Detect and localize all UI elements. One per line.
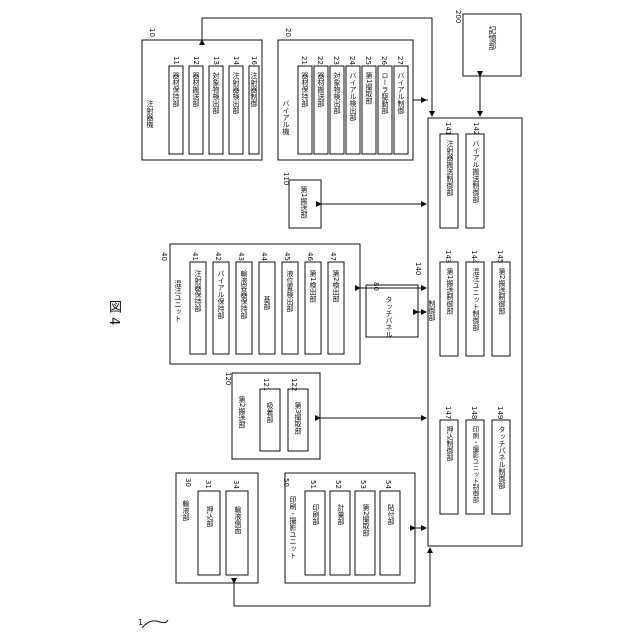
syringe-item-label: 器材保持部 [172, 72, 179, 107]
syringe-device-number: 10 [148, 28, 156, 37]
control-item-label: 第2搬送制御部 [498, 268, 505, 314]
item-number: 22 [316, 56, 324, 65]
control-item-label: 第1搬送制御部 [446, 268, 453, 314]
item-number: 24 [348, 56, 356, 65]
item-number: 45 [283, 252, 291, 261]
vial-item-label: バイアル制御 [397, 72, 404, 114]
syringe-item-label: 対象物検出部 [212, 72, 219, 114]
vial-device-title: バイアル機 [282, 100, 289, 135]
figure-ref-number: 1 [138, 618, 143, 627]
item-number: 13 [212, 56, 220, 65]
item-number: 44 [260, 252, 268, 261]
print-item-label: 貼付部 [387, 504, 394, 525]
item-number: 148 [470, 406, 478, 419]
infusion-frame [176, 473, 258, 583]
item-number: 53 [359, 480, 367, 489]
item-number: 51 [309, 480, 317, 489]
item-number: 26 [380, 56, 388, 65]
second-transport-item-label: 吸着部 [266, 402, 273, 423]
item-number: 12 [192, 56, 200, 65]
infusion-title: 輸液部 [182, 500, 189, 521]
mixing-item-label: 注射器保持部 [194, 270, 201, 312]
item-number: 142 [472, 122, 480, 135]
vial-item-label: バイアル検出部 [349, 72, 356, 121]
storage-number: 200 [454, 10, 462, 23]
vial-item-label: 第1撮取部 [365, 72, 372, 104]
mixing-item-label: バイアル保持部 [217, 270, 224, 319]
infusion-item-label: 輸液側面 [234, 506, 241, 534]
infusion-number: 30 [184, 478, 192, 487]
control-item-label: タッチパネル制御部 [498, 426, 505, 489]
second-transport-number: 120 [224, 372, 232, 385]
control-item-label: 混注ユニット制御部 [472, 268, 479, 331]
item-number: 21 [300, 56, 308, 65]
storage-title: 記憶部 [488, 26, 496, 50]
control-item-label: 注射器搬送制御部 [446, 140, 453, 196]
first-transport-title: 第1搬送部 [300, 186, 307, 218]
control-item-label: 印刷・撮影ユニット制御部 [472, 426, 478, 503]
mixing-unit-number: 40 [160, 252, 168, 261]
vial-device-number: 20 [284, 28, 292, 37]
second-transport-title: 第2搬送部 [238, 396, 245, 428]
item-number: 11 [172, 56, 180, 65]
second-transport-item-label: 第3撮取部 [294, 402, 301, 434]
control-item-label: バイアル搬送制御部 [472, 140, 479, 203]
item-number: 27 [396, 56, 404, 65]
item-number: 16 [250, 56, 258, 65]
vial-item-label: 対象物検出部 [333, 72, 340, 114]
item-number: 14 [232, 56, 240, 65]
item-number: 42 [214, 252, 222, 261]
mixing-item-label: 液位置検出部 [286, 270, 293, 312]
syringe-item-label: 注射器検出部 [232, 72, 239, 114]
item-number: 147 [444, 406, 452, 419]
mixing-item-label: 基部 [263, 296, 270, 310]
first-transport-number: 110 [282, 172, 290, 185]
item-number: 41 [191, 252, 199, 261]
item-number: 143 [444, 250, 452, 263]
vial-item-label: 器材保持部 [301, 72, 308, 107]
item-number: 23 [332, 56, 340, 65]
print-item-label: 印刷部 [312, 504, 319, 525]
mixing-unit-title: 混注ユニット [174, 280, 181, 322]
item-number: 43 [237, 252, 245, 261]
vial-item-label: ローラ駆動部 [381, 72, 388, 114]
item-number: 149 [496, 406, 504, 419]
item-number: 34 [232, 480, 240, 489]
touch-panel-number: 80 [372, 282, 380, 291]
syringe-item-label: 注射器制御 [250, 72, 257, 107]
item-number: 54 [384, 480, 392, 489]
vial-item-label: 器材搬送部 [317, 72, 324, 107]
syringe-item-label: 器材搬送部 [192, 72, 199, 107]
control-number: 140 [414, 262, 422, 275]
mixing-item-label: 輸液容器保持部 [240, 270, 247, 319]
item-number: 145 [496, 250, 504, 263]
item-number: 141 [444, 122, 452, 135]
syringe-device-frame [142, 40, 262, 160]
print-item-label: 第2撮取部 [362, 504, 369, 536]
touch-panel-title: タッチパネル [385, 296, 392, 338]
control-title: 制御部 [428, 300, 435, 321]
syringe-device-title: 注射器機 [146, 100, 153, 128]
print-item-label: 計量部 [337, 504, 344, 525]
mixing-item-label: 第2検出部 [332, 270, 339, 302]
item-number: 47 [329, 252, 337, 261]
infusion-item-label: 押込部 [206, 506, 213, 527]
item-number: 46 [306, 252, 314, 261]
item-number: 52 [334, 480, 342, 489]
print-unit-number: 50 [282, 478, 290, 487]
item-number: 121 [262, 378, 270, 391]
figure-title: 図 4 [104, 300, 123, 325]
item-number: 144 [470, 250, 478, 263]
item-number: 25 [364, 56, 372, 65]
control-item-label: 押込制御部 [446, 426, 453, 461]
mixing-item-label: 第1検出部 [309, 270, 316, 302]
item-number: 31 [204, 480, 212, 489]
print-unit-title: 印刷・撮影ユニット [289, 496, 296, 559]
item-number: 122 [290, 378, 298, 391]
